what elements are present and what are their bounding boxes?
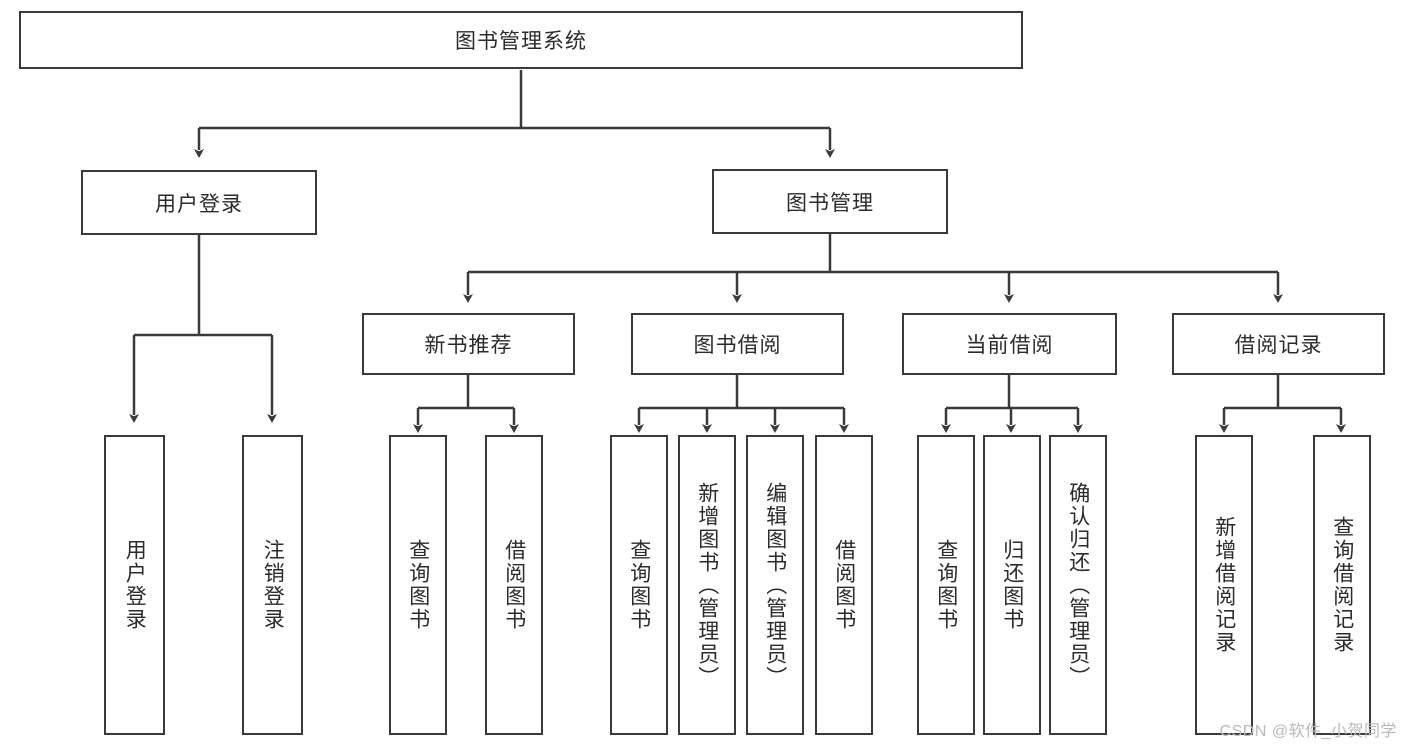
node-label: 确认归还（管理员） [1066,481,1090,689]
leaf-borrow-book[interactable]: 借阅图书 [815,435,873,735]
node-label: 图书借阅 [693,334,782,357]
node-label: 借阅图书 [832,539,856,631]
node-label: 图书管理 [786,191,874,215]
node-book-borrowing[interactable]: 图书借阅 [631,313,844,375]
node-label: 用户登录 [123,539,147,631]
node-borrowing-record[interactable]: 借阅记录 [1172,313,1385,375]
leaf-borrow-book-recommend[interactable]: 借阅图书 [485,435,543,735]
node-label: 新书推荐 [424,334,513,357]
node-label: 查询借阅记录 [1330,516,1354,654]
leaf-add-borrow-record[interactable]: 新增借阅记录 [1195,435,1253,735]
leaf-query-book-current[interactable]: 查询图书 [917,435,975,735]
leaf-user-login[interactable]: 用户登录 [104,435,165,735]
leaf-logout[interactable]: 注销登录 [242,435,303,735]
node-label: 新增借阅记录 [1212,516,1236,654]
leaf-query-book-recommend[interactable]: 查询图书 [389,435,447,735]
node-label: 查询图书 [934,539,958,631]
node-label: 归还图书 [1000,539,1024,631]
node-new-book-recommendation[interactable]: 新书推荐 [362,313,575,375]
node-label: 图书管理系统 [455,30,587,53]
node-label: 借阅记录 [1234,334,1323,357]
node-label: 用户登录 [155,192,243,216]
leaf-confirm-return-admin[interactable]: 确认归还（管理员） [1049,435,1107,735]
node-current-borrowing[interactable]: 当前借阅 [902,313,1117,375]
node-book-management[interactable]: 图书管理 [712,169,948,234]
node-label: 当前借阅 [965,334,1054,357]
leaf-edit-book-admin[interactable]: 编辑图书（管理员） [746,435,804,735]
leaf-add-book-admin[interactable]: 新增图书（管理员） [678,435,736,735]
leaf-query-book-borrow[interactable]: 查询图书 [610,435,668,735]
node-root-book-management-system[interactable]: 图书管理系统 [19,11,1023,69]
node-label: 注销登录 [261,539,285,631]
node-label: 查询图书 [627,539,651,631]
leaf-return-book[interactable]: 归还图书 [983,435,1041,735]
leaf-query-borrow-record[interactable]: 查询借阅记录 [1313,435,1371,735]
node-label: 编辑图书（管理员） [763,481,787,689]
node-label: 查询图书 [406,539,430,631]
node-user-login[interactable]: 用户登录 [81,170,317,235]
node-label: 借阅图书 [502,539,526,631]
node-label: 新增图书（管理员） [695,481,719,689]
